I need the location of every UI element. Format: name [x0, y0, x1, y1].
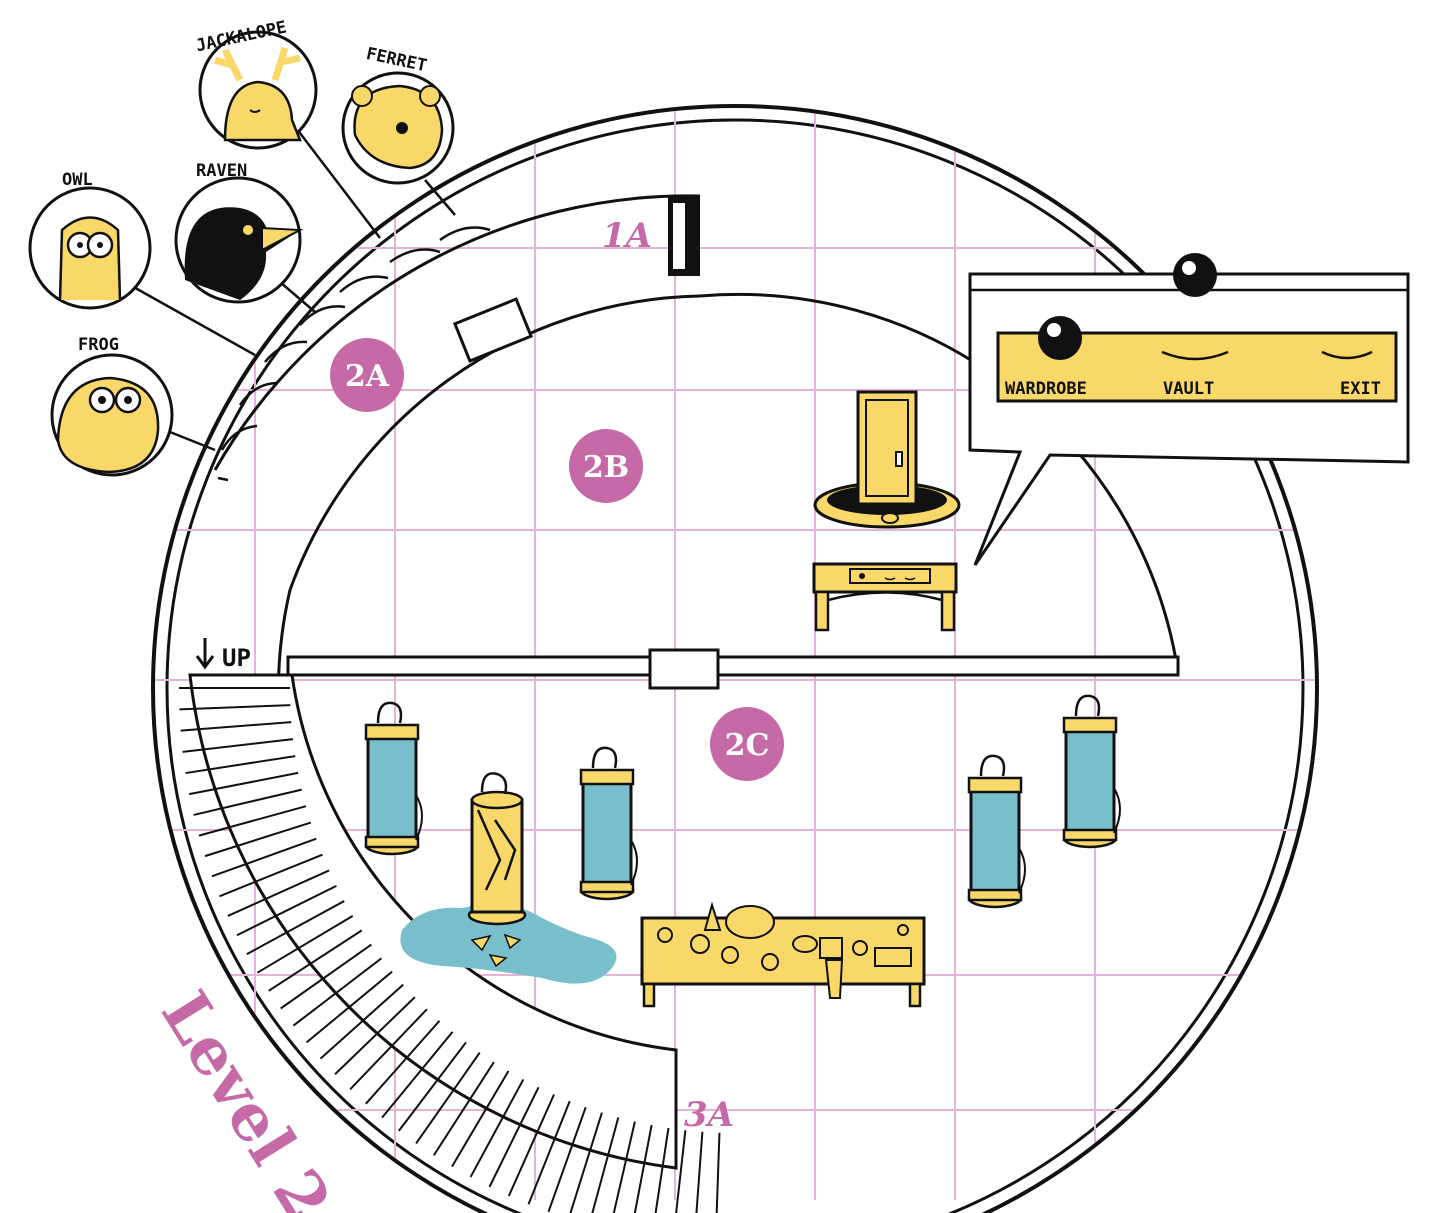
- corridor-inner-arc: [288, 294, 701, 591]
- room-badge-2B[interactable]: 2B: [569, 429, 643, 503]
- connection-label-below: 3A: [684, 1095, 734, 1135]
- wardrobe-icon[interactable]: [813, 390, 961, 529]
- svg-text:2B: 2B: [583, 450, 629, 485]
- tower-outer-wall-inner: [165, 118, 1305, 1213]
- console-button-vault[interactable]: VAULT: [1163, 379, 1214, 399]
- stairs-label: UP: [222, 644, 251, 672]
- divider-door[interactable]: [648, 648, 720, 690]
- corridor-door[interactable]: [452, 297, 534, 363]
- frog-portrait[interactable]: FROG: [50, 335, 174, 477]
- staircase[interactable]: [179, 673, 721, 1213]
- console-callout: WARDROBE VAULT EXIT: [968, 253, 1410, 566]
- specimen-tube-icon[interactable]: [364, 701, 423, 856]
- specimen-tube-icon[interactable]: [1062, 694, 1121, 849]
- console-button-exit[interactable]: EXIT: [1340, 379, 1381, 399]
- room-badge-2A[interactable]: 2A: [330, 338, 404, 412]
- raven-portrait[interactable]: RAVEN: [174, 161, 304, 304]
- owl-portrait[interactable]: OWL: [28, 170, 152, 310]
- ferret-portrait[interactable]: FERRET: [341, 44, 455, 185]
- specimen-tubes: [364, 694, 1121, 909]
- console-button-wardrobe[interactable]: WARDROBE: [1005, 379, 1087, 399]
- console-knob-icon: [1173, 253, 1217, 297]
- room-badge-2C[interactable]: 2C: [710, 707, 784, 781]
- owl-label: OWL: [62, 170, 93, 190]
- corridor-arches: [217, 226, 491, 482]
- connection-label-above: 1A: [602, 216, 652, 256]
- svg-text:2A: 2A: [345, 359, 390, 394]
- specimen-tube-icon[interactable]: [967, 754, 1026, 909]
- svg-text:2C: 2C: [725, 728, 770, 763]
- broken-tube-icon[interactable]: [400, 772, 617, 984]
- raven-label: RAVEN: [196, 161, 247, 181]
- work-table-icon[interactable]: [640, 901, 926, 1008]
- jackalope-portrait[interactable]: JACKALOPE: [194, 17, 318, 150]
- divider-wall: [286, 655, 1180, 677]
- console-table-icon[interactable]: [812, 562, 958, 632]
- frog-label: FROG: [78, 335, 119, 355]
- console-orb-icon: [1038, 316, 1082, 360]
- stairs-arrow-icon: [195, 638, 215, 670]
- ferret-label: FERRET: [364, 44, 428, 76]
- specimen-tube-icon[interactable]: [579, 746, 638, 901]
- corridor-outer-arc: [213, 194, 701, 471]
- animal-callouts: [129, 119, 456, 452]
